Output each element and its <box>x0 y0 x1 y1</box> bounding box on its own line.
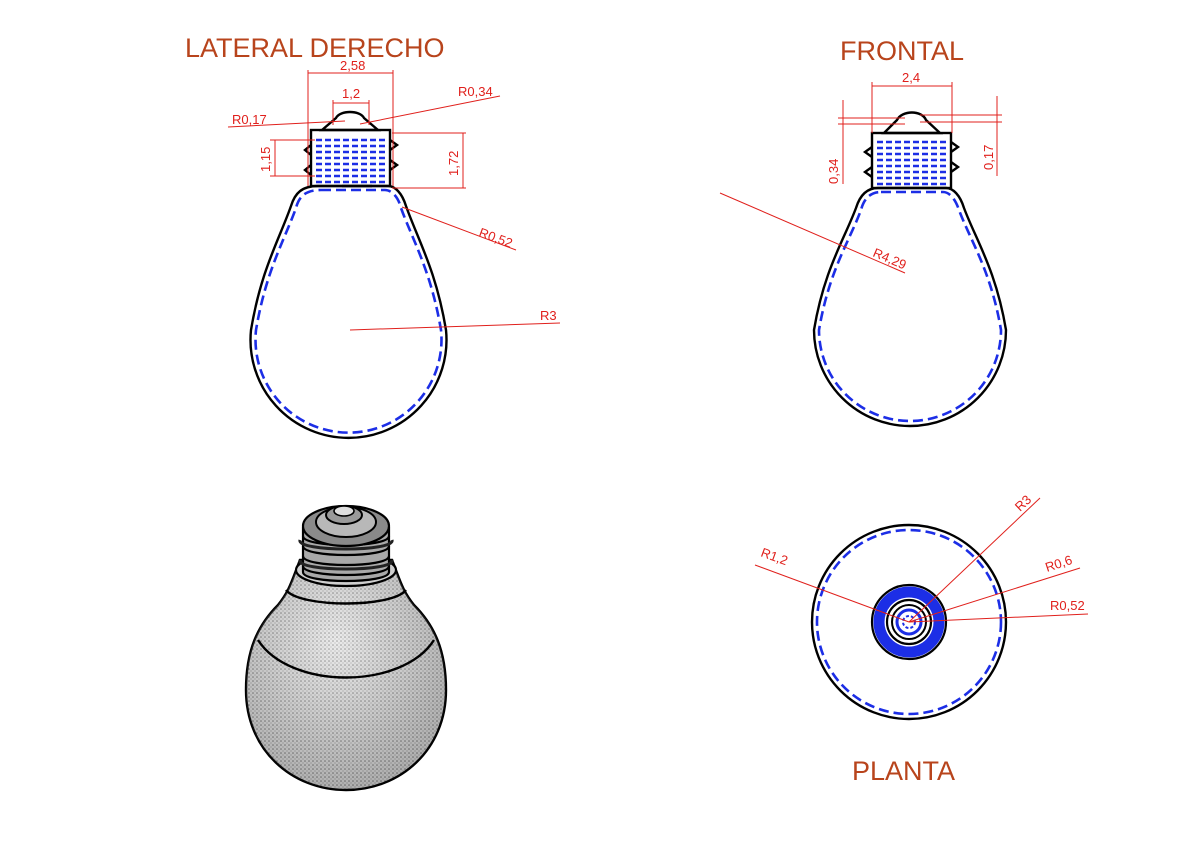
planta-dim-r06-leader <box>908 567 1081 623</box>
lateral-dim-172-label: 1,72 <box>446 151 461 176</box>
lateral-dim-r052-leader <box>401 206 517 251</box>
frontal-view-title: FRONTAL <box>840 36 964 66</box>
perspective-view <box>244 504 448 792</box>
frontal-dim-24-label: 2,4 <box>902 70 920 85</box>
planta-bulb-hidden-outline <box>815 528 1003 716</box>
lateral-thread-lines <box>316 138 386 184</box>
frontal-thread-lines <box>877 140 946 186</box>
lateral-bulb-outline <box>249 184 448 440</box>
planta-dim-r052-label: R0,52 <box>1050 598 1085 613</box>
planta-dim-r12-leader <box>754 564 910 623</box>
planta-dim-r12-label: R1,2 <box>759 545 790 568</box>
lateral-dim-r017-label: R0,17 <box>232 112 267 127</box>
perspective-mid-ring <box>256 639 436 679</box>
lateral-bulb-hidden-outline <box>254 188 443 434</box>
lateral-dim-115-label: 1,15 <box>258 147 273 172</box>
perspective-contact-tip <box>325 505 363 525</box>
planta-cap-outer <box>870 583 948 661</box>
perspective-globe-shade <box>246 560 446 790</box>
frontal-dim-r429-leader <box>719 192 906 274</box>
lateral-dim-r017-leader <box>227 120 346 128</box>
frontal-dim-017-label: 0,17 <box>981 145 996 170</box>
lateral-dim-r3-leader <box>349 322 561 331</box>
lateral-dim-12-label: 1,2 <box>342 86 360 101</box>
planta-tip-outer <box>891 604 927 640</box>
planta-view-title: PLANTA <box>852 756 955 786</box>
frontal-contact-tip <box>881 111 944 135</box>
planta-bulb-outline <box>810 523 1008 721</box>
planta-tip-inner <box>895 608 923 636</box>
lateral-dim-r034-label: R0,34 <box>458 84 493 99</box>
lateral-contact-tip <box>318 110 382 132</box>
lateral-dim-r3-label: R3 <box>540 308 557 323</box>
lateral-dim-r034-leader <box>359 95 501 125</box>
perspective-neck-ring <box>285 589 407 605</box>
planta-view: R3 R1,2 R0,6 R0,52 <box>754 492 1089 721</box>
planta-dim-r3-leader <box>908 497 1041 623</box>
lateral-thread-side-right <box>389 139 400 171</box>
lateral-dim-r052-label: R0,52 <box>477 225 515 251</box>
frontal-thread-side-left <box>862 146 873 178</box>
frontal-thread-side-right <box>950 141 961 173</box>
frontal-dim-034-label: 0,34 <box>826 159 841 184</box>
frontal-dim-r429-label: R4,29 <box>871 245 909 272</box>
lateral-view-title: LATERAL DERECHO <box>185 33 445 63</box>
planta-dim-r3-label: R3 <box>1012 492 1034 514</box>
planta-cap-ring <box>873 586 945 658</box>
lateral-thread-side-left <box>303 144 312 176</box>
planta-dim-r052-leader <box>908 613 1089 623</box>
planta-cap-inner <box>885 598 933 646</box>
frontal-bulb-outline <box>812 186 1008 428</box>
frontal-bulb-hidden-outline <box>817 190 1003 423</box>
lateral-view: 2,58 1,2 R0,34 R0,17 1,15 1,72 R0,52 R3 <box>227 58 561 440</box>
lateral-dim-258-label: 2,58 <box>340 58 365 73</box>
frontal-view: 2,4 0,34 0,17 R4,29 <box>719 70 1008 428</box>
